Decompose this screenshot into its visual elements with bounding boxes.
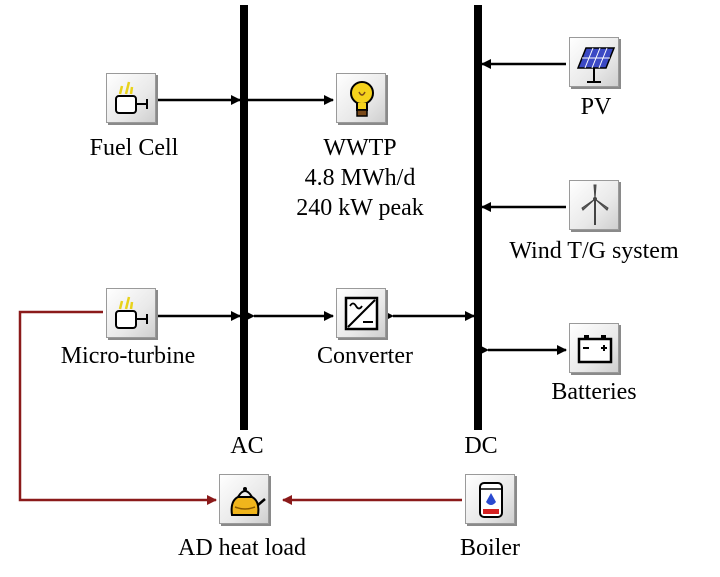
dc-bus bbox=[474, 5, 482, 430]
micro-turbine-icon[interactable] bbox=[106, 288, 156, 338]
pv-label: PV bbox=[580, 94, 612, 120]
wind-turbine-icon[interactable] bbox=[569, 180, 619, 230]
converter-icon[interactable] bbox=[336, 288, 386, 338]
lightbulb-icon[interactable] bbox=[336, 73, 386, 123]
fuel-cell-label: Fuel Cell bbox=[89, 135, 179, 161]
kettle-icon[interactable] bbox=[219, 474, 269, 524]
microturbine-heat-line bbox=[18, 310, 217, 505]
wwtp-energy-label: 4.8 MWh/d bbox=[304, 165, 416, 191]
wwtp-name-label: WWTP bbox=[323, 135, 397, 161]
wind-label: Wind T/G system bbox=[509, 238, 679, 264]
batteries-label: Batteries bbox=[551, 379, 637, 405]
boiler-icon[interactable] bbox=[465, 474, 515, 524]
converter-label: Converter bbox=[317, 343, 413, 369]
dc-bus-label: DC bbox=[464, 433, 498, 459]
boiler-label: Boiler bbox=[460, 535, 520, 561]
ac-bus bbox=[240, 5, 248, 430]
battery-icon[interactable] bbox=[569, 323, 619, 373]
micro-turbine-label: Micro-turbine bbox=[60, 343, 196, 369]
ac-bus-label: AC bbox=[230, 433, 264, 459]
wwtp-peak-label: 240 kW peak bbox=[296, 195, 424, 221]
solar-panel-icon[interactable] bbox=[569, 37, 619, 87]
heat-load-label: AD heat load bbox=[178, 535, 306, 561]
fuel-cell-icon[interactable] bbox=[106, 73, 156, 123]
